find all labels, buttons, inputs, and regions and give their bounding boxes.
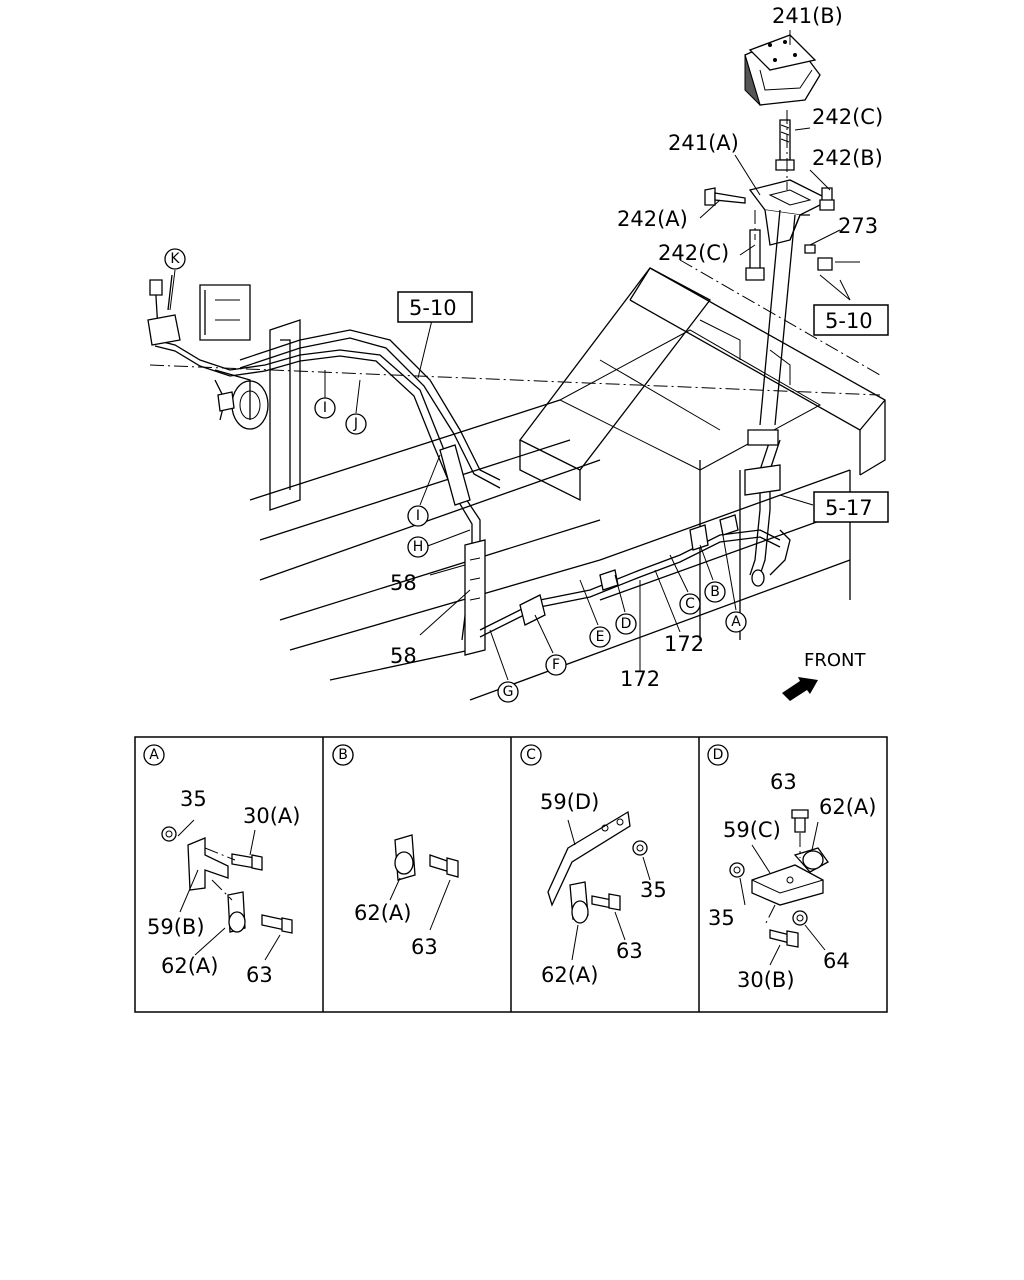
ref-box-510-right[interactable]: 5-10: [813, 304, 889, 336]
detail-panel-c: C 59(D) 35 63 62(A): [520, 744, 667, 987]
label-241a: 241(A): [668, 131, 739, 155]
mount-assembly: [704, 34, 860, 426]
callout-i-2: I: [407, 505, 429, 527]
svg-text:J: J: [353, 416, 358, 432]
svg-text:C: C: [526, 747, 536, 763]
svg-text:5-10: 5-10: [825, 309, 873, 333]
panel-a-label-35: 35: [180, 787, 207, 811]
panel-d-label-64: 64: [823, 949, 850, 973]
panel-a-label-59b: 59(B): [147, 915, 205, 939]
svg-text:A: A: [731, 614, 741, 630]
detail-panel-b: B 62(A) 63: [332, 744, 459, 959]
label-242c-mid: 242(C): [658, 241, 729, 265]
chassis-frame: [149, 259, 886, 701]
svg-text:I: I: [416, 508, 420, 524]
label-172-a: 172: [664, 632, 704, 656]
front-arrow-icon: [782, 677, 818, 701]
panel-c-label-62a: 62(A): [541, 963, 598, 987]
panel-d-label-63: 63: [770, 770, 797, 794]
detail-panel-d: D 63 62(A) 59(C) 35 64 30(B): [707, 744, 876, 992]
main-labels: 241(B) 242(C) 241(A) 242(B) 242(A) 273 2…: [390, 4, 883, 691]
svg-text:K: K: [170, 251, 180, 267]
svg-text:B: B: [338, 747, 348, 763]
callout-g: G: [497, 681, 519, 703]
callout-c: C: [679, 593, 701, 615]
label-242a: 242(A): [617, 207, 688, 231]
ref-box-517[interactable]: 5-17: [813, 491, 889, 523]
panel-a-label-62a: 62(A): [161, 954, 218, 978]
callout-d: D: [615, 613, 637, 635]
callout-a: A: [725, 611, 747, 633]
label-241b: 241(B): [772, 4, 843, 28]
callout-k: K: [164, 248, 186, 270]
callout-b: B: [704, 581, 726, 603]
svg-text:C: C: [685, 596, 695, 612]
brake-lines: [147, 274, 791, 656]
svg-text:D: D: [621, 616, 632, 632]
panel-d-label-35: 35: [708, 906, 735, 930]
label-58-a: 58: [390, 571, 417, 595]
panel-c-label-59d: 59(D): [540, 790, 599, 814]
panel-a-label-30a: 30(A): [243, 804, 300, 828]
svg-text:A: A: [149, 747, 159, 763]
svg-text:B: B: [710, 584, 720, 600]
svg-text:I: I: [323, 400, 327, 416]
panel-d-label-62a: 62(A): [819, 795, 876, 819]
label-273: 273: [838, 214, 878, 238]
label-front: FRONT: [804, 650, 866, 671]
svg-text:G: G: [503, 684, 514, 700]
svg-text:5-17: 5-17: [825, 496, 873, 520]
callout-j: J: [345, 413, 367, 435]
label-58-b: 58: [390, 644, 417, 668]
leader-lines: [169, 30, 851, 681]
svg-text:D: D: [713, 747, 724, 763]
callout-f: F: [545, 654, 567, 676]
panel-c-label-63: 63: [616, 939, 643, 963]
label-172-b: 172: [620, 667, 660, 691]
callout-e: E: [589, 626, 611, 648]
ref-box-510-left[interactable]: 5-10: [397, 291, 473, 323]
svg-text:5-10: 5-10: [409, 296, 457, 320]
svg-text:F: F: [552, 657, 560, 673]
panel-b-label-62a: 62(A): [354, 901, 411, 925]
panel-d-label-30b: 30(B): [737, 968, 795, 992]
svg-text:E: E: [596, 629, 605, 645]
panel-b-label-63: 63: [411, 935, 438, 959]
panel-d-label-59c: 59(C): [723, 818, 781, 842]
panel-c-label-35: 35: [640, 878, 667, 902]
callout-i-1: I: [314, 397, 336, 419]
label-242b: 242(B): [812, 146, 883, 170]
label-242c-top: 242(C): [812, 105, 883, 129]
detail-panel-a: A 35 30(A) 59(B) 62(A) 63: [143, 744, 300, 987]
detail-panels: [134, 736, 888, 1013]
svg-text:H: H: [413, 539, 424, 555]
panel-a-label-63: 63: [246, 963, 273, 987]
callout-h: H: [407, 536, 429, 558]
